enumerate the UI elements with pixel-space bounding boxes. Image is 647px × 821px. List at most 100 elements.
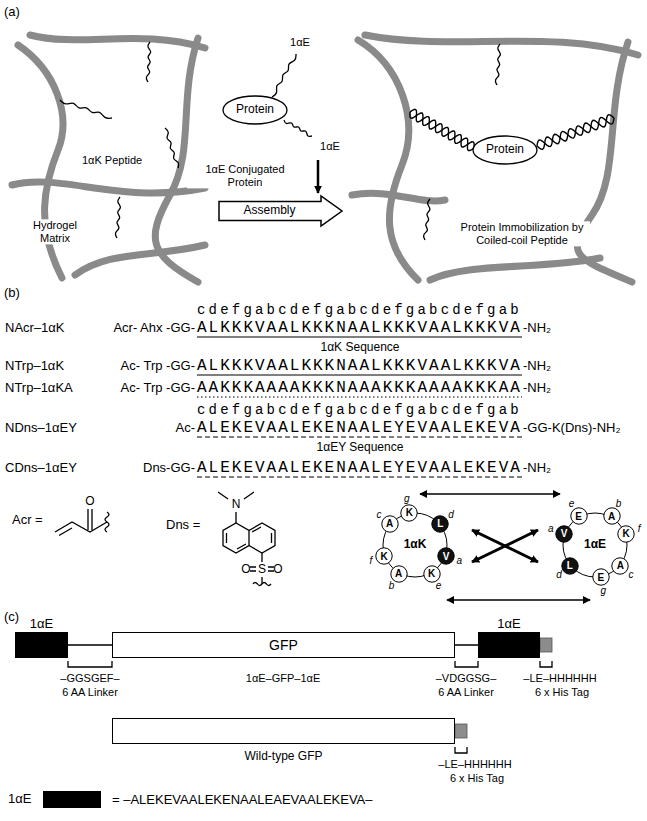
node-label: E: [575, 511, 582, 523]
residue-outline: [570, 508, 586, 524]
peptide-text: Dns-GG-: [143, 461, 195, 476]
bond: [250, 553, 274, 584]
polymer-chain: [12, 182, 205, 193]
residue-circle: K: [375, 547, 393, 565]
sequence-caption: 1αEY Sequence: [317, 441, 404, 455]
heptad-position: f: [638, 524, 641, 534]
coiled-coil-helix: [537, 118, 614, 147]
assembly-arrow: Assembly: [218, 195, 343, 227]
construct-annotation: –LE–HHHHHH: [438, 758, 511, 771]
legend-swatch: [43, 791, 101, 808]
bond: [88, 509, 92, 530]
residue-outline: [382, 516, 398, 532]
down-arrow: [317, 160, 320, 193]
peptide-strand: [60, 100, 112, 118]
node-label: Protein: [486, 143, 524, 157]
peptide-text: NDns–1αEY: [5, 421, 77, 436]
protein-ellipse: Protein: [472, 135, 538, 165]
acr-structure: [55, 509, 109, 536]
residue-outline: [562, 558, 578, 574]
peptides: [60, 42, 614, 240]
residue-outline: [593, 569, 609, 585]
residue-circle: V: [555, 525, 573, 543]
coil-segment-box: 1αE: [478, 616, 540, 658]
peptide-sequence: AAKKKAAAAKKKNAAAKKKAAAAKKKAA: [197, 379, 522, 397]
gfp-box: GFP: [112, 632, 455, 658]
residue-circle: A: [381, 515, 399, 533]
residue-circle: E: [570, 507, 588, 525]
sequence-underlines: [197, 337, 522, 477]
heptad-position: b: [389, 581, 395, 591]
polymer-chain: [30, 35, 205, 48]
node-label: E: [597, 572, 604, 584]
peptide-text: NTrp–1αK: [5, 359, 64, 374]
polymer-chain: [365, 35, 638, 55]
heptad-position: e: [569, 499, 575, 509]
bond: [227, 527, 272, 549]
residue-circle: K: [423, 565, 441, 583]
residue-outline: [390, 565, 406, 581]
construct-annotation: 6 AA Linker: [438, 686, 494, 699]
node-label: V: [561, 528, 568, 540]
construct-annotation: 6 AA Linker: [62, 686, 118, 699]
coil-segment-bar: [478, 632, 540, 658]
atom-symbol: S: [258, 563, 266, 575]
bond: [55, 522, 107, 532]
atom-symbol: N: [232, 498, 241, 510]
bracket: [455, 747, 467, 753]
peptide-strand: [272, 54, 296, 97]
peptide-text: Ac-: [176, 421, 196, 436]
peptide-sequence: ALKKKVAALKKKNAALKKKVAALKKKVA: [197, 357, 522, 375]
residue-outline: [603, 508, 619, 524]
residue-outline: [438, 548, 454, 564]
residue-circle: L: [561, 557, 579, 575]
node-label: A: [386, 518, 393, 530]
node-label: 1αE: [478, 616, 540, 632]
bond: [59, 528, 72, 536]
peptide-strand: [284, 120, 312, 136]
double-arrow: [420, 493, 560, 495]
heptad-position: e: [436, 581, 442, 591]
peptide-strand: [146, 42, 150, 82]
atom-symbol: O: [85, 495, 94, 507]
residue-outline: [556, 526, 572, 542]
residue-outline: [618, 526, 634, 542]
his-tag-box: [540, 638, 552, 652]
node-label: 1αE: [15, 616, 68, 632]
construct-annotation: –LE–HHHHHH: [523, 672, 596, 685]
residue-circle: A: [611, 557, 629, 575]
residue-outline: [423, 565, 439, 581]
coil-segment-bar: [15, 632, 68, 658]
wheel-arrows: [420, 494, 590, 600]
heptad-positions: c d e f g a b c d e f g a b c d e f g a …: [197, 402, 519, 418]
heptad-position: g: [404, 494, 410, 504]
peptide-text: Dns =: [166, 518, 200, 533]
residue-circle: V: [437, 547, 455, 565]
panel-label: (b): [4, 286, 20, 301]
construct-annotation: –GGSGEF–: [60, 672, 119, 685]
node-label: A: [617, 560, 624, 572]
polymer-chain: [75, 245, 205, 275]
gfp-bar: [112, 718, 455, 744]
node-label: K: [406, 507, 413, 519]
node-label: L: [437, 518, 443, 530]
node-label: L: [567, 560, 573, 572]
bracket: [68, 661, 112, 667]
peptide-text: -NH₂: [523, 381, 551, 396]
peptide-text: = –ALEKEVAALEKENAALEAEVAALEKEVA–: [112, 793, 373, 808]
heptad-position: a: [456, 556, 462, 566]
wavy-bond: [105, 512, 109, 532]
peptide-strand: [424, 199, 430, 240]
annotation: 1αE: [318, 140, 342, 153]
residue-circle: K: [617, 525, 635, 543]
peptide-text: Ac- Trp -GG-: [121, 381, 195, 396]
peptide-sequence: ALKKKVAALKKKNAALKKKVAALKKKVA: [197, 319, 522, 337]
heptad-position: c: [376, 510, 381, 520]
residue-outline: [612, 558, 628, 574]
heptad-position: c: [629, 570, 634, 580]
annotation: 1αE: [288, 36, 312, 49]
bracket: [540, 661, 552, 667]
peptide-text: Acr =: [12, 513, 43, 528]
residue-circle: K: [400, 504, 418, 522]
peptide-text: CDns–1αEY: [5, 461, 77, 476]
